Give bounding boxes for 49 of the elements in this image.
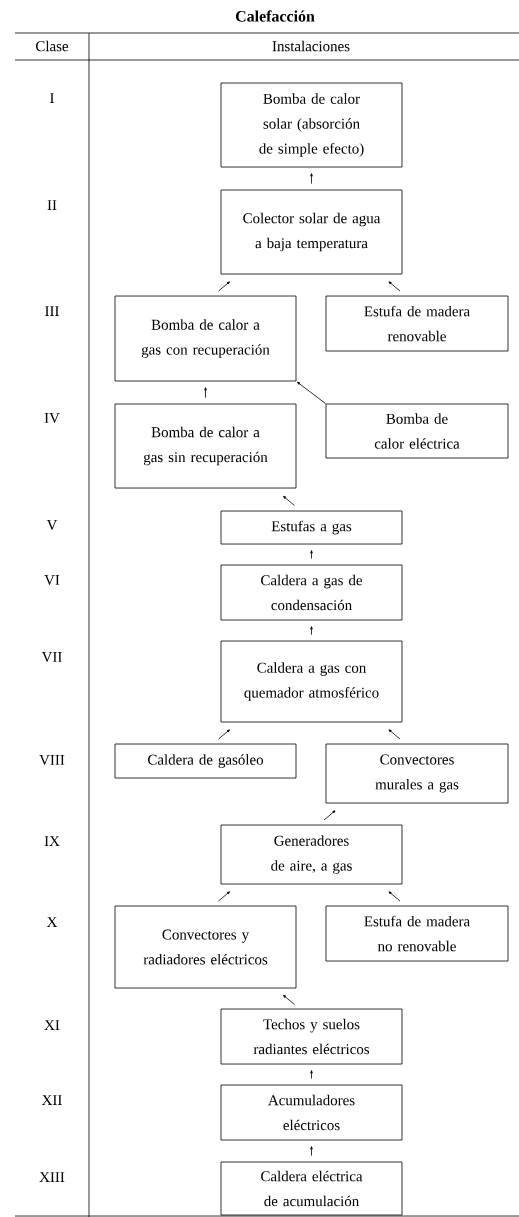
class-label: II [47,200,57,210]
arrow [204,387,207,398]
arrow [310,1070,313,1079]
process-box: Caldera a gas de condensación [220,564,403,621]
arrow [218,891,230,902]
process-box: Generadores de aire, a gas [220,824,403,885]
process-box: Bomba de calor a gas con recuperación [114,295,297,382]
process-box: Estufas a gas [220,510,403,545]
class-label: IV [44,413,60,423]
process-box: Estufa de madera no renovable [325,905,509,962]
process-box: Caldera a gas con quemador atmosférico [220,640,403,723]
column-header: Instalaciones [272,40,350,52]
table-title: Calefacción [235,10,315,22]
arrow [310,173,313,184]
arrow [218,281,230,292]
arrow [388,729,401,740]
process-box: Bomba de calor a gas sin recuperación [114,403,297,489]
class-label: III [45,306,59,316]
arrow [323,810,336,821]
class-label: I [50,93,54,103]
arrow [218,729,230,740]
arrow [388,891,401,902]
class-label: X [46,917,58,927]
arrow [310,550,313,559]
process-box: Convectores murales a gas [325,743,509,804]
class-label: VII [41,652,62,662]
arrow [283,994,295,1005]
process-box: Bomba de calor solar (absorción de simple efecto) [220,82,403,168]
arrow [310,626,313,635]
class-label: XI [44,1020,60,1030]
process-box: Caldera de gasóleo [114,743,297,779]
process-box: Bomba de calor eléctrica [325,403,509,459]
arrow [296,381,326,404]
process-box: Convectores y radiadores eléctricos [114,905,297,989]
class-label: VI [44,575,60,585]
arrow [388,281,401,292]
process-box: Acumuladores eléctricos [220,1084,403,1141]
class-label: IX [44,836,60,846]
arrow [283,495,295,506]
column-header: Clase [36,40,69,52]
arrow [310,1146,313,1156]
process-box: Colector solar de agua a baja temperatura [220,189,403,275]
process-box: Caldera eléctrica de acumulación [220,1161,403,1216]
process-box: Techos y suelos radiantes eléctricos [220,1008,403,1065]
class-label: XII [41,1095,62,1105]
class-label: VIII [39,755,65,765]
class-label: XIII [39,1172,65,1182]
class-label: V [46,520,58,530]
process-box: Estufa de madera renovable [325,295,509,352]
